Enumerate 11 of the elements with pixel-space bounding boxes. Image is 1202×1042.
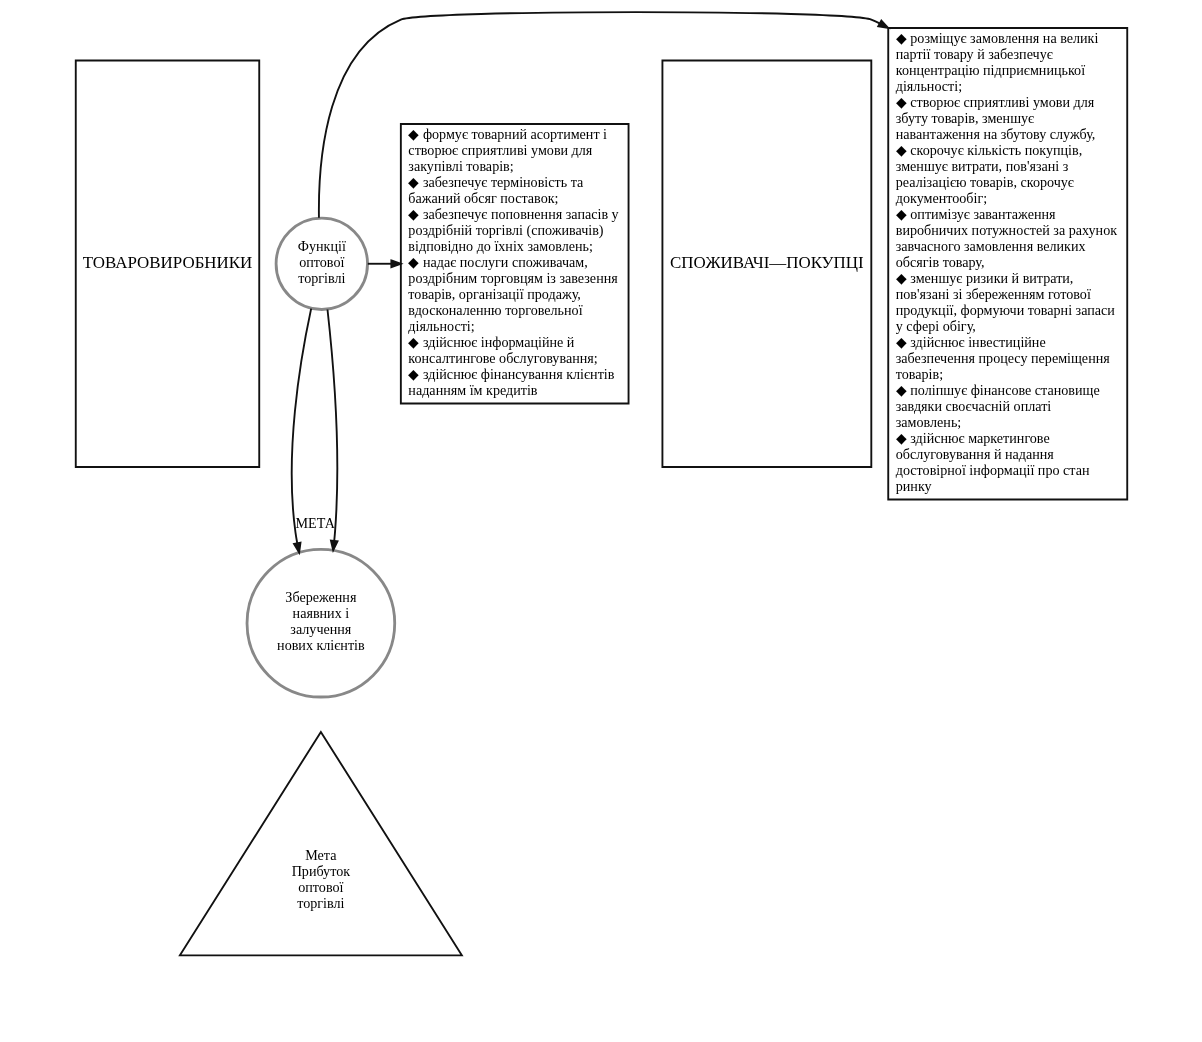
arrow [290, 307, 312, 556]
node-circle: Збереження наявних і залучення нових клієнтів [245, 547, 396, 699]
edge-label: МЕТА [295, 514, 335, 531]
arrow [326, 308, 339, 554]
arrow [366, 259, 404, 269]
node-box: ◆ розміщує замовлення на великі партії товару й забезпечує концентрацію підприємницької діяльності; ◆ створює сприятливі умови для збуту товарів, зменшує навантаження на збутову службу, ◆ скорочує кількість покупців, зменшує витрати, пов'язані з реалізацією товарів, скорочує документообіг; ◆ оптимізує завантаження виробничих потужностей за рахунок завчасного замовлення великих обсягів товару, ◆ зменшує ризики й витрати, пов'язані зі збереженням готової продукції, формуючи товарні запаси у сфері обігу, ◆ здійснює інвестиційне забезпечення процесу переміщення товарів; ◆ поліпшує фінансове становище завдяки своєчасній оплаті замовлень; ◆ здійснює маркетингове обслуговування й надання достовірної інформації про стан ринку [886, 27, 1128, 501]
node-box: ◆ формує товарний асортимент і створює сприятливі умови для закупівлі товарів; ◆ забезпечує терміновість та бажаний обсяг поставок; ◆ забезпечує поповнення запасів у роздрібній торгівлі (споживачів) відповідно до їхніх замовлень; ◆ надає послуги споживачам, роздрібним торговцям із завезення товарів, організації продажу, вдосконаленню торговельної діяльності; ◆ здійснює інформаційне й консалтингове обслуговування; ◆ здійснює фінансування клієнтів наданням їм кредитів [399, 123, 629, 405]
arrow [317, 11, 891, 219]
node-box: СПОЖИВАЧІ—ПОКУПЦІ [660, 59, 872, 468]
node-box: ТОВАРОВИРОБНИКИ [74, 59, 260, 468]
node-circle: Функції оптової торгівлі [274, 216, 369, 311]
